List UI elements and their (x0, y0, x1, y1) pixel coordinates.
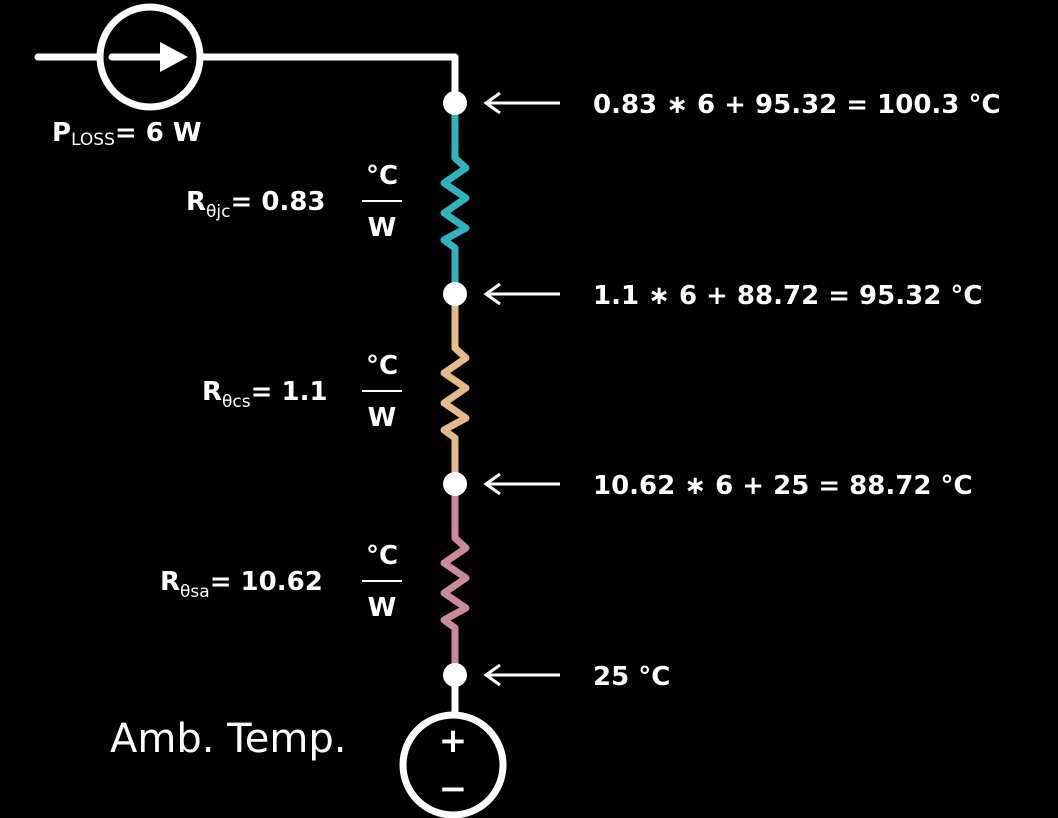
current-source-icon (96, 3, 204, 111)
resistor-label-sa: Rθsa= 10.62 °C W (160, 541, 402, 623)
svg-text:W: W (368, 593, 397, 623)
resistor-label-jc: Rθjc= 0.83 °C W (186, 161, 402, 243)
resistor-sa (440, 484, 470, 675)
svg-text:Rθsa= 10.62: Rθsa= 10.62 (160, 567, 323, 602)
svg-text:25 °C: 25 °C (593, 662, 670, 692)
voltage-source-icon: + − (399, 711, 507, 818)
node-sink: 10.62 ∗ 6 + 25 = 88.72 °C (443, 471, 973, 501)
power-loss-label: PLOSS= 6 W (52, 118, 202, 150)
svg-text:Rθcs= 1.1: Rθcs= 1.1 (202, 377, 328, 412)
resistor-cs (440, 294, 470, 484)
svg-text:W: W (368, 403, 397, 433)
node-case: 1.1 ∗ 6 + 88.72 = 95.32 °C (443, 281, 982, 311)
svg-text:W: W (368, 213, 397, 243)
svg-text:−: − (439, 769, 468, 809)
svg-text:10.62 ∗ 6 + 25 = 88.72 °C: 10.62 ∗ 6 + 25 = 88.72 °C (593, 471, 973, 501)
node-junction: 0.83 ∗ 6 + 95.32 = 100.3 °C (443, 90, 1001, 120)
svg-text:Rθjc= 0.83: Rθjc= 0.83 (186, 187, 326, 222)
svg-text:°C: °C (366, 161, 398, 191)
resistor-jc (440, 103, 470, 294)
ambient-temp-label: Amb. Temp. (110, 716, 346, 762)
svg-text:0.83 ∗ 6 + 95.32 = 100.3 °C: 0.83 ∗ 6 + 95.32 = 100.3 °C (593, 90, 1001, 120)
svg-text:°C: °C (366, 541, 398, 571)
svg-text:°C: °C (366, 351, 398, 381)
resistor-label-cs: Rθcs= 1.1 °C W (202, 351, 402, 433)
node-ambient: 25 °C (443, 662, 670, 692)
svg-text:+: + (439, 721, 468, 761)
svg-text:1.1 ∗ 6 + 88.72 = 95.32 °C: 1.1 ∗ 6 + 88.72 = 95.32 °C (593, 281, 982, 311)
wire-top (34, 53, 459, 107)
